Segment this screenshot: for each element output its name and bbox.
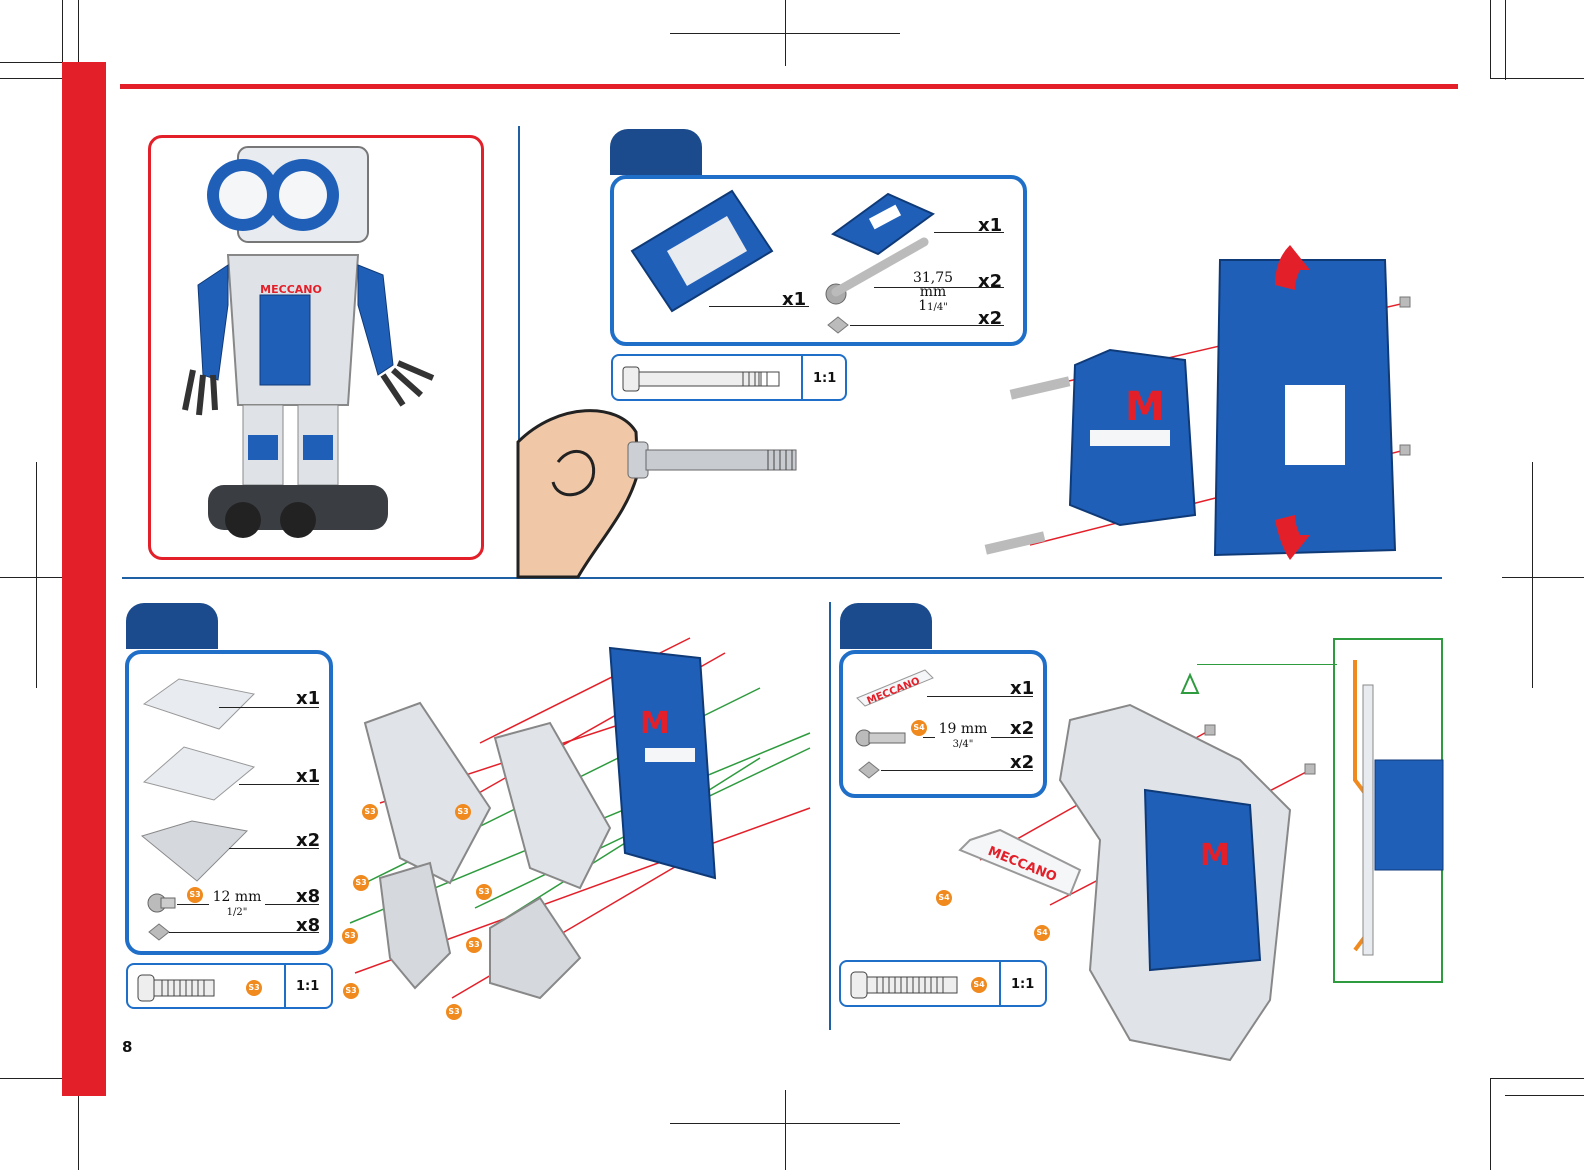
section-divider bbox=[122, 577, 1442, 579]
part-qty: x2 bbox=[978, 308, 1002, 329]
part-qty: x2 bbox=[978, 271, 1002, 292]
crop-mark bbox=[36, 462, 37, 688]
robot-illustration: MECCANO bbox=[148, 135, 484, 560]
screw-callout: S4 bbox=[936, 890, 952, 906]
nut-icon bbox=[857, 760, 881, 780]
page-header-rule bbox=[120, 84, 1458, 89]
part-qty: x1 bbox=[296, 688, 320, 709]
perforated-plate-icon bbox=[139, 742, 259, 802]
side-view-illustration bbox=[1335, 640, 1445, 985]
part-dimension: 12 mm 1/2" bbox=[209, 890, 265, 920]
perforated-plate-icon bbox=[139, 674, 259, 734]
screw-callout: S3 bbox=[353, 875, 369, 891]
screw-callout: S3 bbox=[476, 884, 492, 900]
crop-mark bbox=[0, 62, 62, 63]
view-direction-line bbox=[1197, 664, 1337, 665]
part-qty: x2 bbox=[296, 830, 320, 851]
dim-in: 1/2" bbox=[227, 907, 248, 918]
part-qty: x1 bbox=[782, 289, 806, 310]
screw-type-badge: S3 bbox=[246, 980, 262, 996]
crop-mark bbox=[785, 0, 786, 66]
screw-type-badge: S4 bbox=[911, 720, 927, 736]
part-qty: x1 bbox=[978, 215, 1002, 236]
frame-bracket-icon bbox=[622, 191, 782, 311]
part-qty: x8 bbox=[296, 886, 320, 907]
page-side-bar bbox=[62, 62, 106, 1096]
long-screw-icon bbox=[623, 364, 793, 394]
svg-text:M: M bbox=[640, 706, 670, 741]
crop-mark bbox=[1505, 0, 1506, 80]
screw-callout: S3 bbox=[466, 937, 482, 953]
step-b-assembly-illustration: M bbox=[340, 628, 820, 1028]
section-divider bbox=[829, 602, 831, 1030]
scale-ratio: 1:1 bbox=[813, 371, 836, 386]
scale-reference: 1:1 bbox=[611, 354, 847, 401]
svg-text:M: M bbox=[1200, 838, 1230, 873]
scale-reference: S3 1:1 bbox=[126, 963, 333, 1009]
crop-mark bbox=[62, 0, 63, 62]
screw-icon bbox=[138, 973, 218, 1003]
part-qty: x1 bbox=[296, 766, 320, 787]
screw-icon bbox=[147, 892, 177, 914]
dim-in: 1 bbox=[918, 298, 927, 314]
crop-mark bbox=[1490, 0, 1491, 78]
perforated-bracket-icon bbox=[137, 816, 257, 886]
parts-list-box: S3 x1 x1 x2 12 mm 1/2" x8 x8 bbox=[125, 650, 333, 955]
step-c-assembly-illustration: M MECCANO bbox=[930, 660, 1330, 1060]
screw-type-badge: S3 bbox=[187, 887, 203, 903]
crop-mark bbox=[1532, 462, 1533, 688]
step-tab bbox=[840, 603, 932, 649]
crop-mark bbox=[785, 1090, 786, 1170]
screw-callout: S3 bbox=[342, 928, 358, 944]
dim-mm: 31,75 mm bbox=[913, 270, 953, 300]
nut-icon bbox=[826, 315, 850, 335]
scale-ratio: 1:1 bbox=[296, 979, 319, 994]
svg-text:M: M bbox=[1125, 384, 1165, 430]
dim-in-fraction: 1/4" bbox=[927, 302, 948, 313]
nut-icon bbox=[147, 922, 171, 942]
parts-list-box: x1 x1 31,75 mm 11/4" x2 x2 bbox=[610, 175, 1027, 346]
step-tab bbox=[126, 603, 218, 649]
screw-callout: S4 bbox=[1034, 925, 1050, 941]
dim-mm: 12 mm bbox=[213, 889, 262, 905]
screw-callout: S3 bbox=[455, 804, 471, 820]
crop-mark bbox=[1490, 1078, 1491, 1170]
meccano-nameplate-icon: MECCANO bbox=[855, 668, 935, 708]
step-a-assembly-illustration: M bbox=[1000, 235, 1440, 575]
scale-separator bbox=[284, 965, 286, 1007]
crop-mark bbox=[1505, 1095, 1584, 1096]
side-view-detail bbox=[1333, 638, 1443, 983]
part-qty: x8 bbox=[296, 915, 320, 936]
svg-text:MECCANO: MECCANO bbox=[260, 283, 322, 296]
part-dimension: 31,75 mm 11/4" bbox=[898, 271, 968, 315]
screw-callout: S3 bbox=[446, 1004, 462, 1020]
crop-mark bbox=[1502, 577, 1584, 578]
screw-callout: S3 bbox=[343, 983, 359, 999]
screw-icon bbox=[855, 726, 911, 750]
step-tab bbox=[610, 129, 702, 175]
page-number: 8 bbox=[122, 1038, 132, 1056]
robot-preview-frame: MECCANO bbox=[148, 135, 484, 560]
crop-mark bbox=[1490, 1078, 1584, 1079]
screw-callout: S3 bbox=[362, 804, 378, 820]
hand-holding-screw-illustration bbox=[518, 402, 808, 577]
crop-mark bbox=[0, 577, 66, 578]
scale-separator bbox=[801, 356, 803, 399]
